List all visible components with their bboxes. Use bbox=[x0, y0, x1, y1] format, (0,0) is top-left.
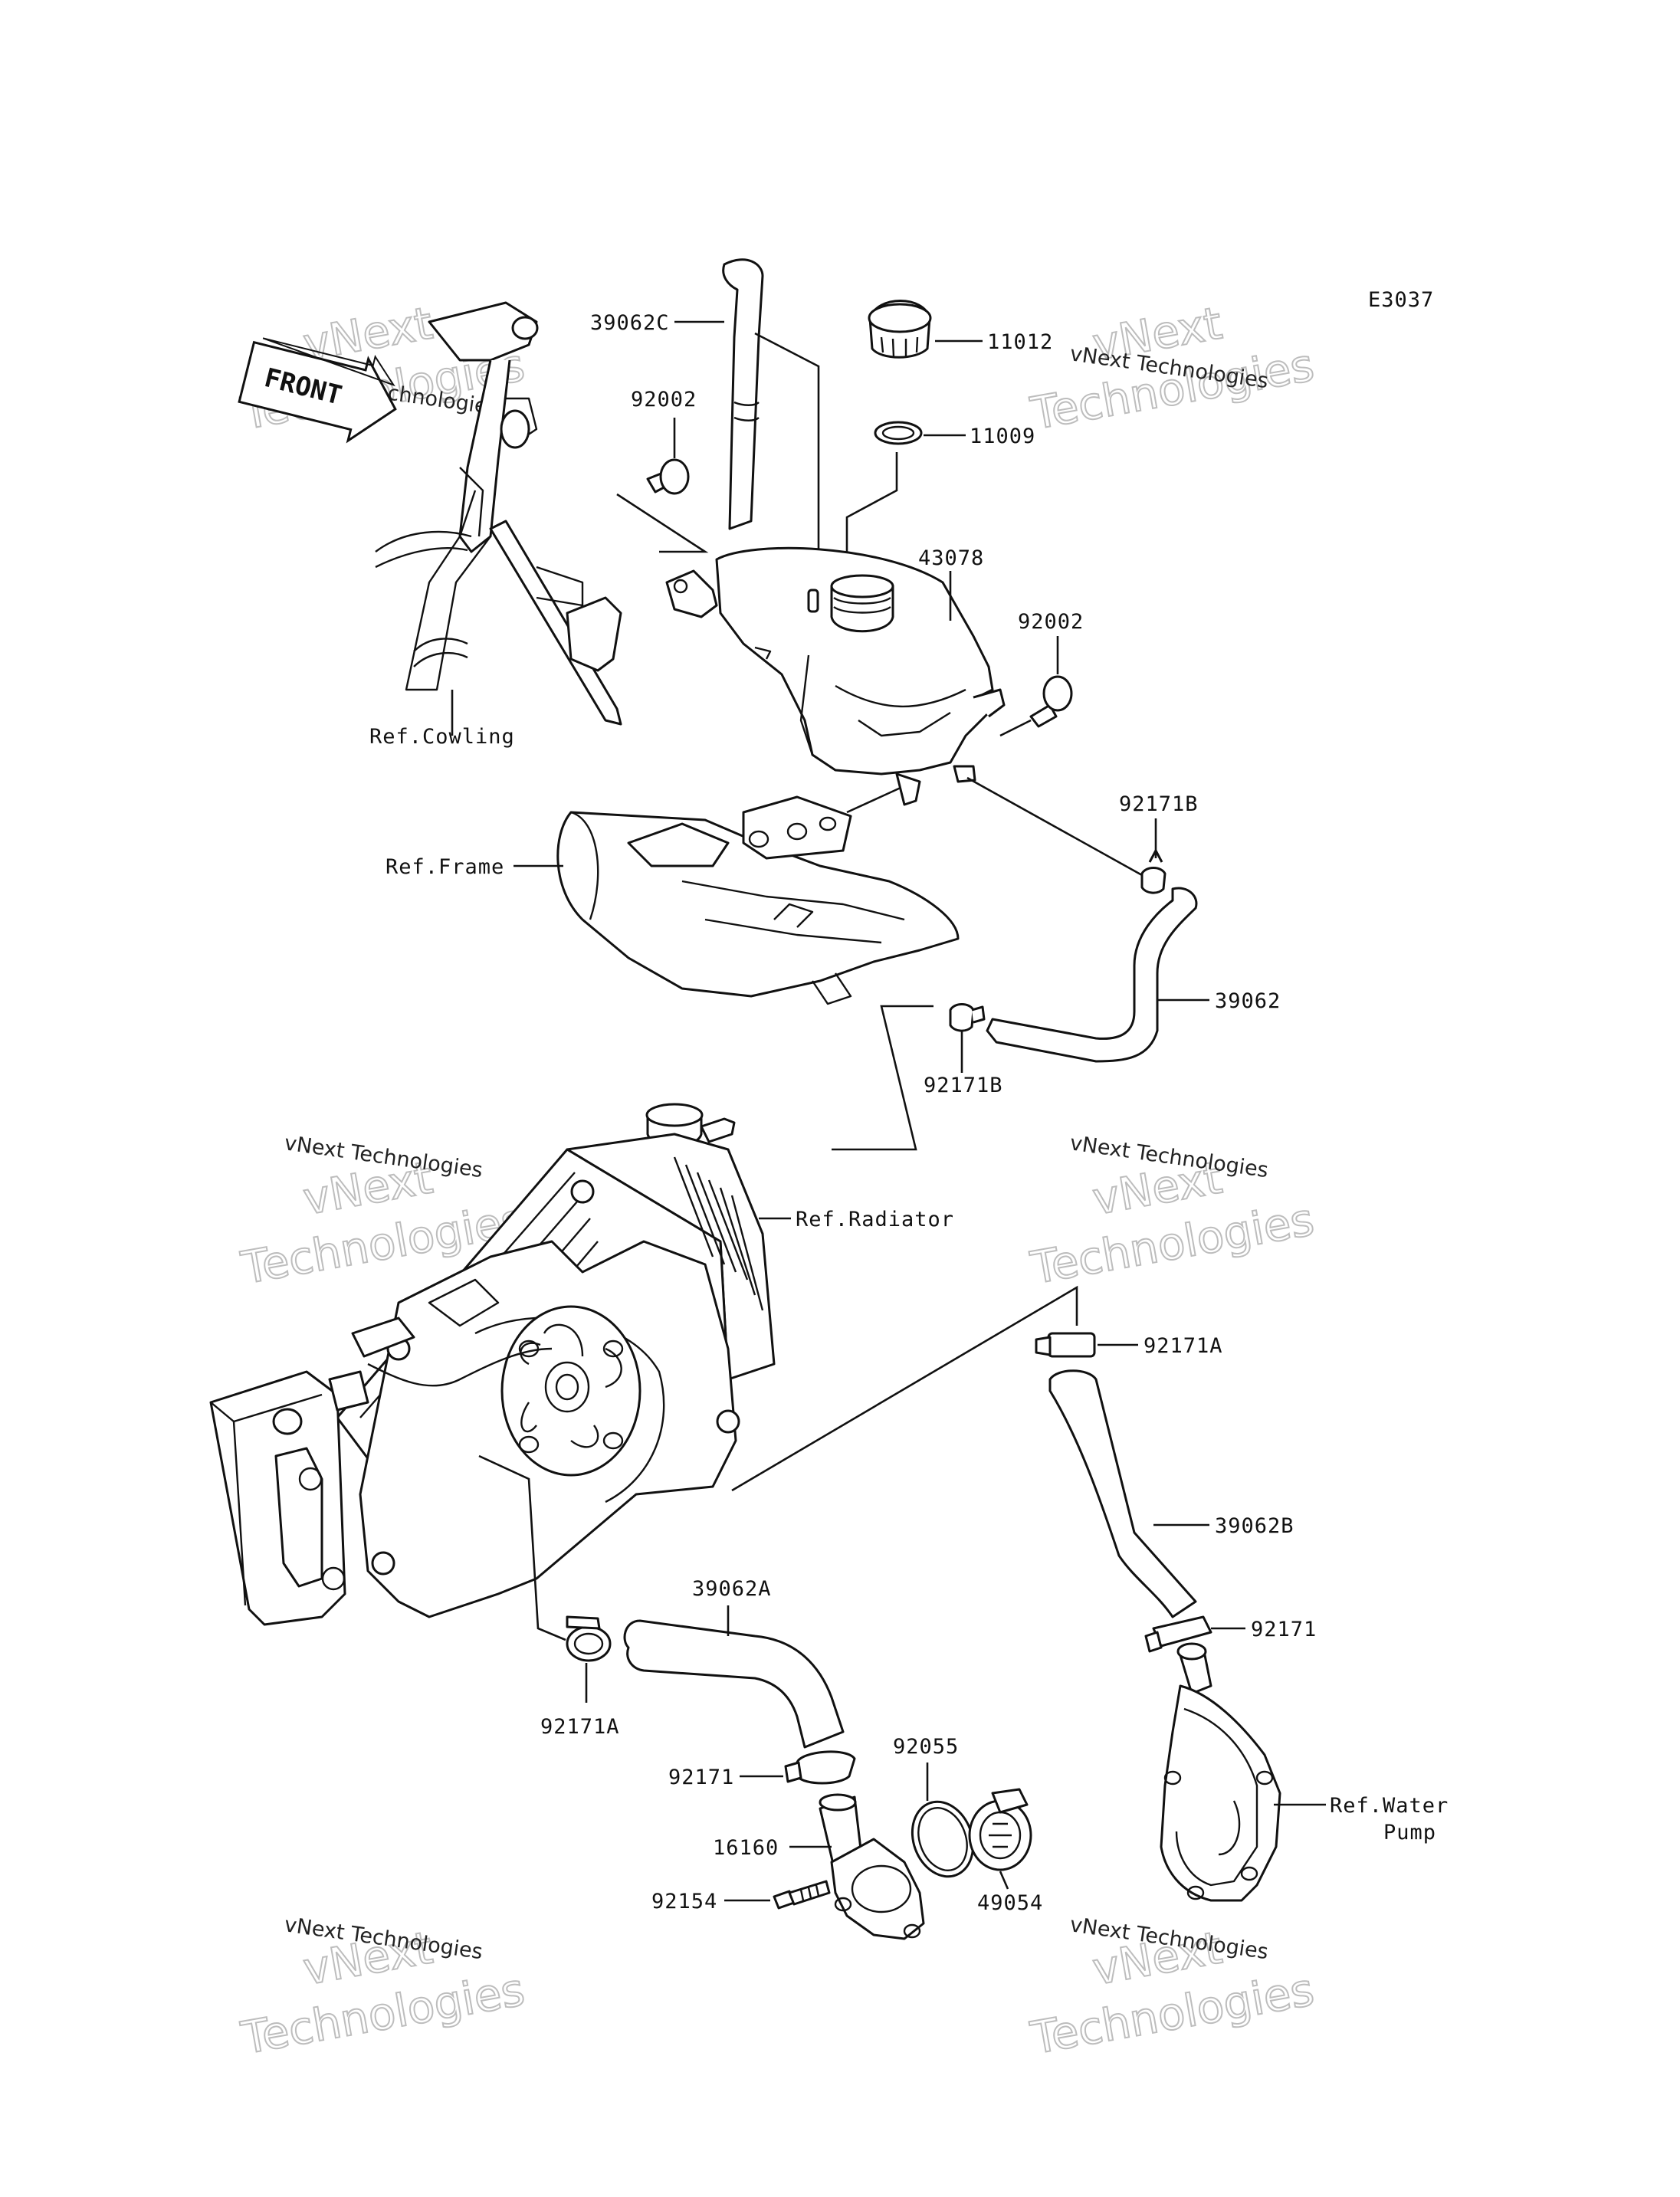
watermark: vNext Technologies vNext Technologies bbox=[1026, 1913, 1319, 2065]
watermark: vNext Technologies vNext Technologies bbox=[1026, 296, 1319, 441]
leader-line bbox=[754, 332, 820, 598]
hose-39062c bbox=[722, 258, 764, 530]
part-label-92171A-right: 92171A bbox=[1144, 1334, 1223, 1358]
thermostat-housing bbox=[819, 1793, 925, 1940]
part-label-92171B-mid: 92171B bbox=[924, 1074, 1003, 1097]
part-label-92171B-top: 92171B bbox=[1119, 792, 1199, 816]
clamp-92171a-icon bbox=[1035, 1332, 1096, 1358]
leader-line bbox=[846, 786, 901, 814]
part-label-11012: 11012 bbox=[987, 330, 1053, 354]
part-label-92002-top: 92002 bbox=[631, 388, 697, 412]
bolt-92002-icon bbox=[646, 458, 690, 495]
cowling-bracket bbox=[375, 301, 622, 726]
part-label-92055: 92055 bbox=[893, 1735, 959, 1759]
part-label-43078: 43078 bbox=[918, 546, 984, 570]
clamp-92171a-icon bbox=[566, 1615, 612, 1662]
hose-39062 bbox=[986, 887, 1198, 1063]
ref-frame-label: Ref.Frame bbox=[386, 855, 504, 879]
radiator bbox=[209, 1103, 776, 1626]
bolt-92154-icon bbox=[773, 1880, 831, 1910]
part-label-92171A-left: 92171A bbox=[540, 1715, 620, 1739]
part-label-92171-right: 92171 bbox=[1251, 1618, 1317, 1641]
hose-39062a bbox=[623, 1619, 845, 1749]
frame-bracket bbox=[556, 795, 960, 1005]
leader-line bbox=[966, 776, 1143, 877]
watermark: vNext Technologies vNext Technologies bbox=[1026, 1131, 1319, 1295]
reservoir-tank bbox=[665, 546, 1006, 806]
leader-line bbox=[999, 1871, 1009, 1890]
leader-line bbox=[845, 452, 898, 582]
leader-line bbox=[478, 1454, 566, 1641]
part-label-39062: 39062 bbox=[1215, 989, 1281, 1013]
part-label-11009: 11009 bbox=[970, 425, 1035, 448]
part-label-49054: 49054 bbox=[977, 1891, 1043, 1915]
front-arrow-icon: FRONT bbox=[238, 337, 397, 444]
clamp-92171b-icon bbox=[1140, 849, 1166, 894]
seal-ring-icon bbox=[874, 421, 923, 445]
clamp-92171-icon bbox=[1144, 1615, 1212, 1653]
leader-line bbox=[616, 493, 709, 553]
part-label-39062A: 39062A bbox=[692, 1577, 772, 1601]
hose-39062b bbox=[1048, 1369, 1197, 1618]
thermostat-icon bbox=[968, 1788, 1032, 1871]
part-label-92154: 92154 bbox=[651, 1890, 717, 1913]
part-label-39062C: 39062C bbox=[590, 311, 670, 335]
ref-radiator-label: Ref.Radiator bbox=[796, 1208, 954, 1231]
part-label-92002-right: 92002 bbox=[1018, 610, 1084, 634]
water-pump bbox=[1160, 1642, 1281, 1902]
leader-line bbox=[999, 719, 1032, 737]
part-label-39062B: 39062B bbox=[1215, 1514, 1294, 1538]
ref-cowling-label: Ref.Cowling bbox=[369, 725, 515, 749]
reservoir-cap-icon bbox=[868, 300, 932, 359]
bolt-92002-icon bbox=[1029, 675, 1073, 728]
ref-water-pump-label-2: Pump bbox=[1383, 1821, 1436, 1844]
o-ring-icon bbox=[911, 1800, 975, 1878]
watermark: vNext Technologies vNext Technologies bbox=[237, 1913, 530, 2065]
diagram-code: E3037 bbox=[1368, 288, 1434, 312]
ref-water-pump-label-1: Ref.Water bbox=[1330, 1794, 1449, 1818]
leader-line bbox=[832, 1005, 934, 1151]
clamp-92171-icon bbox=[784, 1750, 856, 1785]
clamp-92171b-icon bbox=[949, 1003, 986, 1032]
leader-line bbox=[731, 1285, 1078, 1492]
part-label-92171-left: 92171 bbox=[668, 1766, 734, 1789]
part-label-16160: 16160 bbox=[713, 1836, 779, 1860]
